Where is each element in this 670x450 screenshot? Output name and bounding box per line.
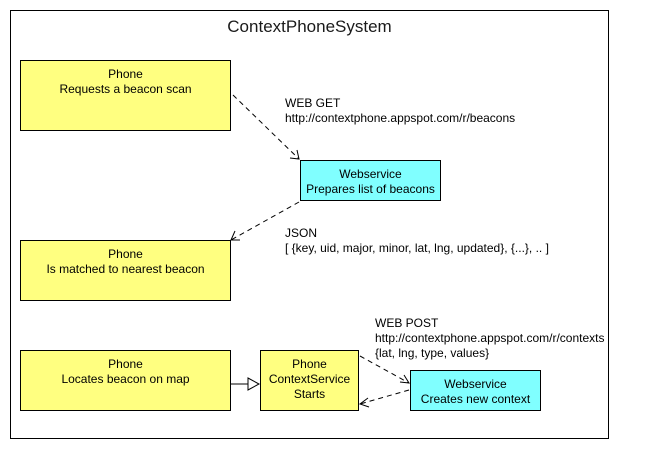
diagram-title: ContextPhoneSystem [227,17,392,36]
node-line: ContextService [268,372,351,386]
edge-webservice-to-context-service [359,389,410,405]
node-line: Is matched to nearest beacon [46,262,205,276]
node-line: Phone [108,247,143,261]
node-line: Phone [108,67,143,81]
arrowhead-webservice-to-context-service [358,397,370,408]
node-line: Creates new context [420,392,531,406]
node-line: Starts [293,387,326,401]
node-line: Phone [108,357,143,371]
arrowhead-context-service-to-webservice [399,374,410,384]
label-line: [ {key, uid, major, minor, lat, lng, upd… [285,241,549,255]
label-line: WEB POST [375,316,439,330]
label-line: WEB GET [285,96,341,110]
json-label: JSON [ {key, uid, major, minor, lat, lng… [285,226,549,256]
node-line: Webservice [444,377,507,391]
web-get-label: WEB GET http://contextphone.appspot.com/… [285,96,515,126]
edge-context-service-to-webservice [359,355,410,384]
webservice-prepares-beacons-node[interactable]: Webservice Prepares list of beacons [300,160,441,201]
arrowhead-webservice-to-matched [230,230,240,241]
node-line: Requests a beacon scan [59,82,192,96]
label-line: http://contextphone.appspot.com/r/beacon… [285,111,516,125]
web-post-label: WEB POST http://contextphone.appspot.com… [375,316,604,361]
arrowhead-locates-to-context-service [247,377,261,391]
edge-webservice-to-matched [230,201,300,241]
phone-matched-node[interactable]: Phone Is matched to nearest beacon [20,240,231,301]
node-line: Webservice [339,167,402,181]
node-line: Locates beacon on map [61,372,190,386]
phone-requests-scan-node[interactable]: Phone Requests a beacon scan [20,60,231,131]
context-service-node[interactable]: Phone ContextService Starts [260,350,359,411]
webservice-creates-context-node[interactable]: Webservice Creates new context [410,370,541,411]
label-line: JSON [285,226,318,240]
node-line: Prepares list of beacons [306,182,435,196]
arrowhead-scan-to-webservice [289,149,300,160]
label-line: http://contextphone.appspot.com/r/contex… [375,331,605,345]
phone-locates-node[interactable]: Phone Locates beacon on map [20,350,231,411]
label-line: {lat, lng, type, values} [375,346,490,360]
node-line: Phone [292,357,327,371]
edge-scan-to-webservice [232,94,300,160]
